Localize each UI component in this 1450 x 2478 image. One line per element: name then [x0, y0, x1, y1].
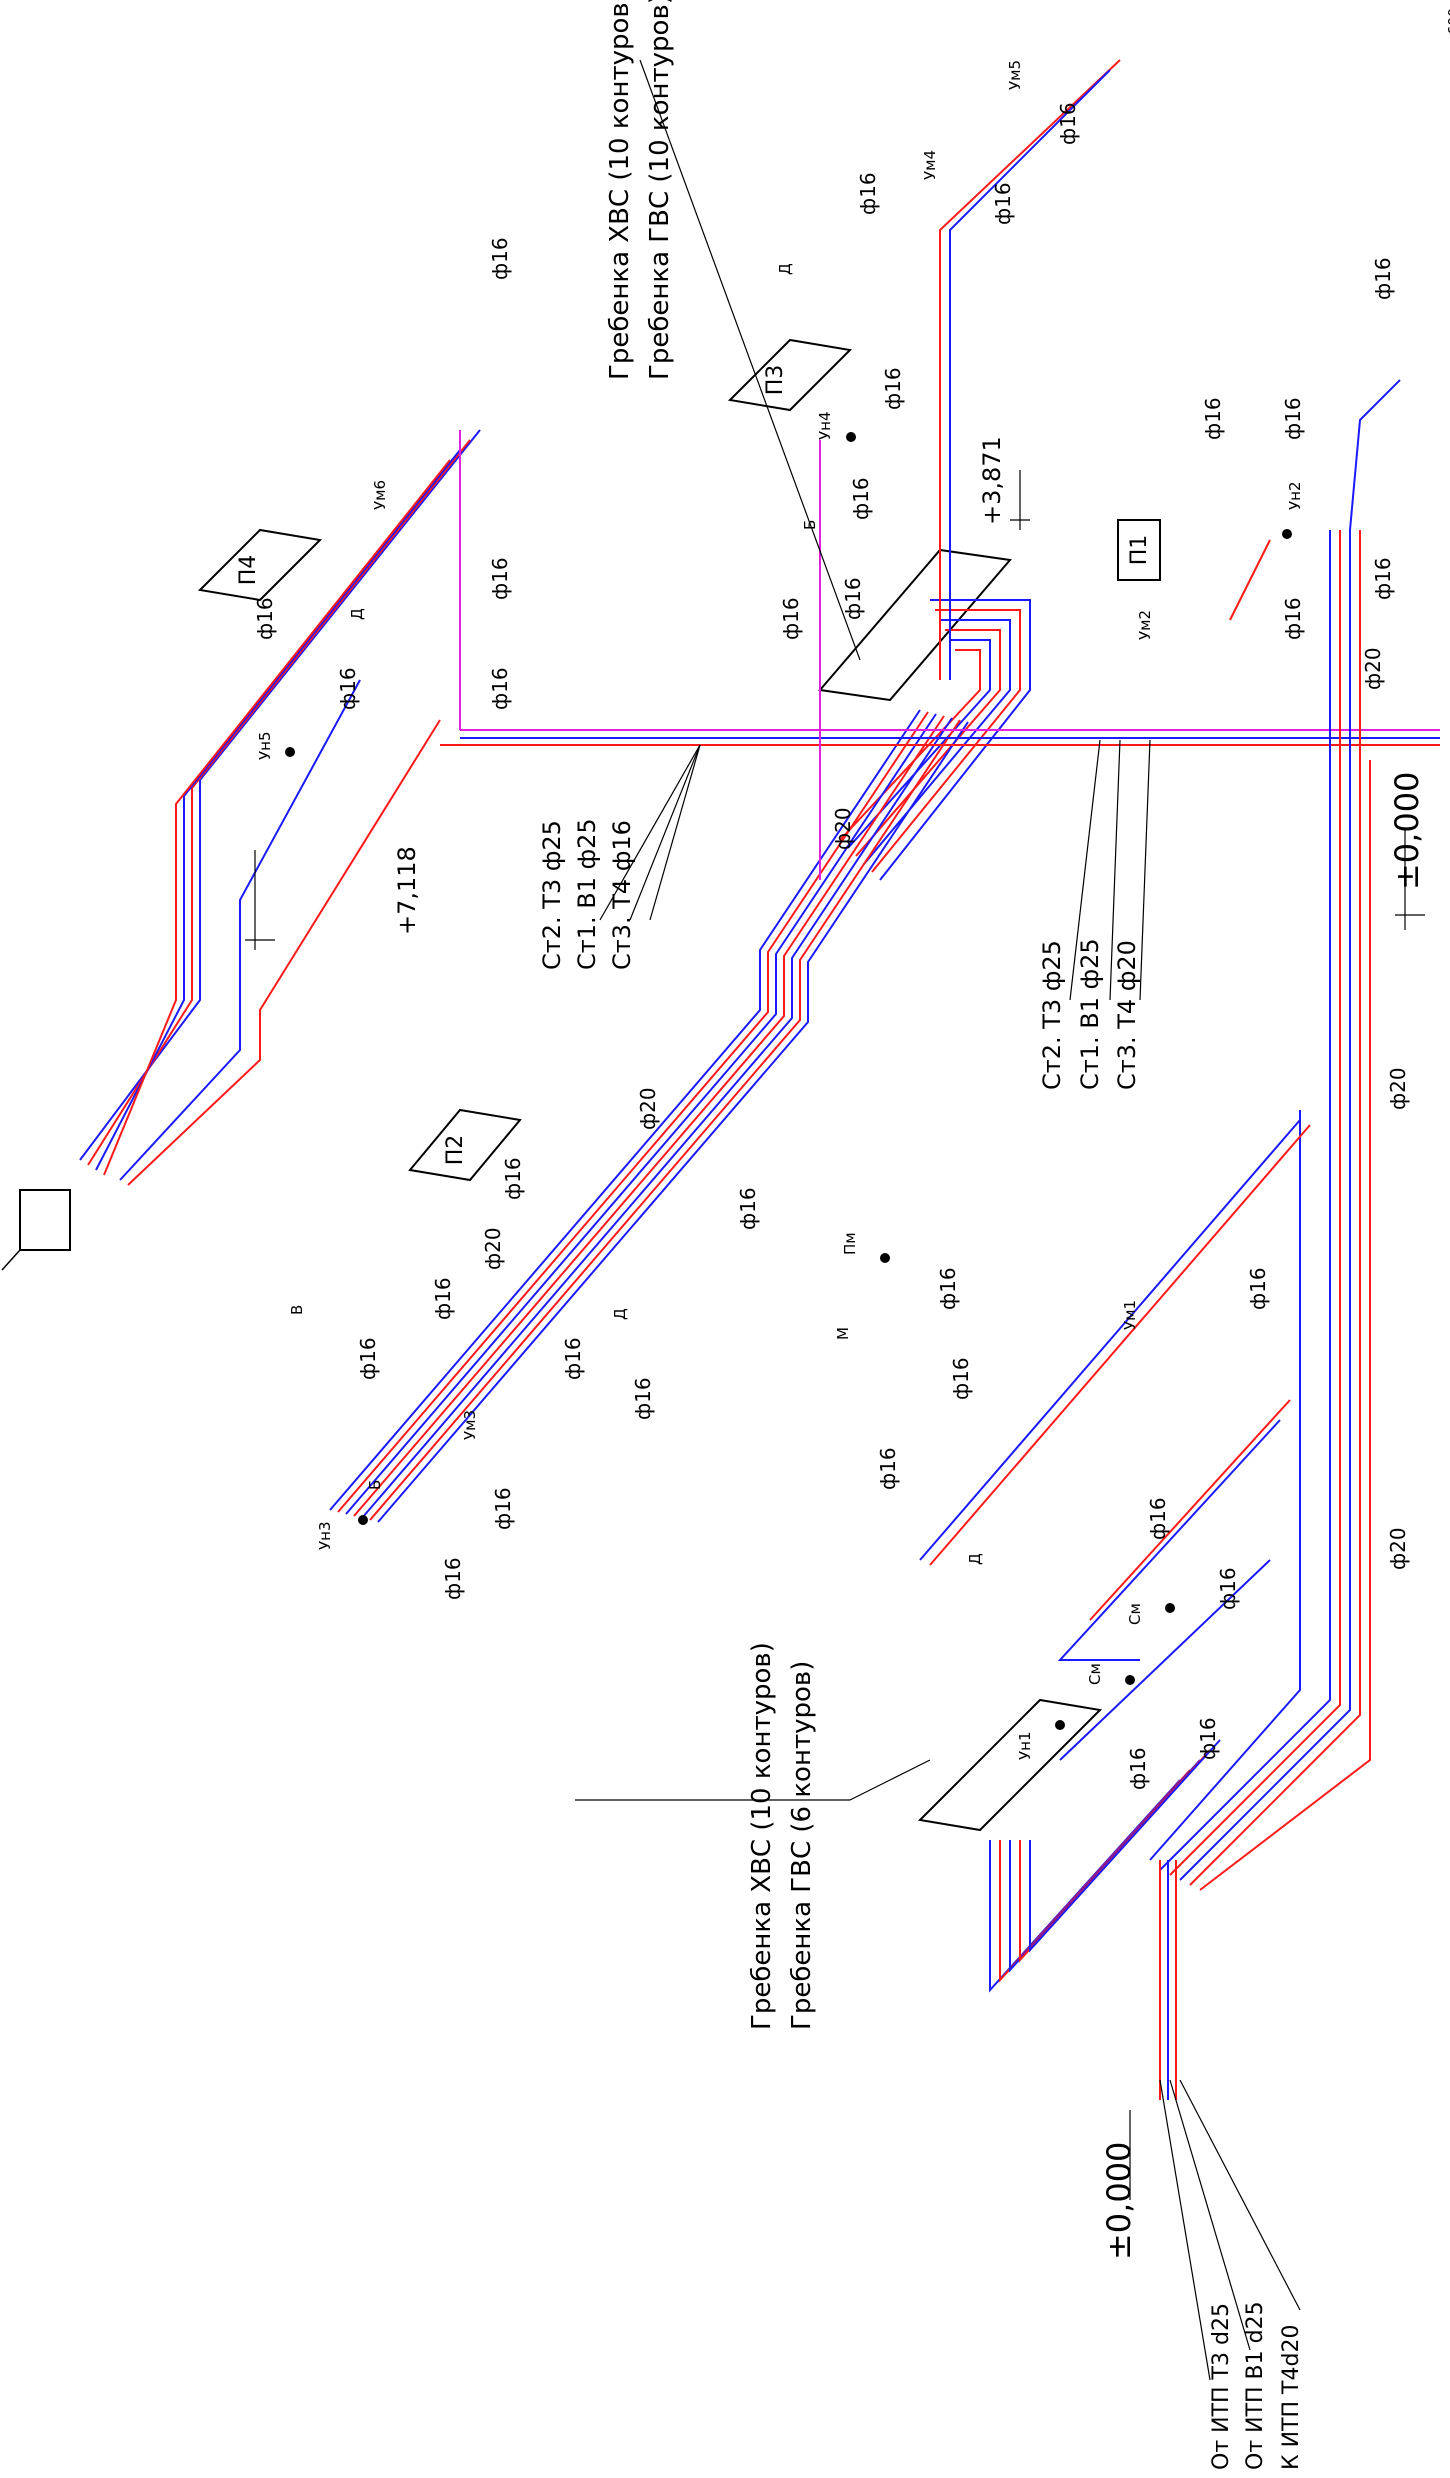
- lower-branches: [919, 1119, 1311, 1761]
- riser-left-t3: Ст2. Т3 ф25: [538, 820, 566, 970]
- svg-text:ф16: ф16: [253, 597, 277, 640]
- svg-text:ф16: ф16: [336, 667, 360, 710]
- riser-right-t3: Ст2. Т3 ф25: [1038, 940, 1066, 1090]
- level-top: +3,871: [978, 436, 1006, 525]
- riser-right-t4: Ст3. Т4 ф20: [1113, 940, 1141, 1090]
- svg-text:ф16: ф16: [876, 1447, 900, 1490]
- svg-text:ф20: ф20: [481, 1227, 505, 1270]
- svg-text:ф16: ф16: [949, 1357, 973, 1400]
- input-b1: От ИТП В1 d25: [1243, 2301, 1268, 2470]
- svg-text:ф20: ф20: [831, 807, 855, 850]
- lower-manifold-cold-label: Гребенка ХВС (10 контуров): [747, 1642, 777, 2030]
- svg-text:ф16: ф16: [1371, 257, 1395, 300]
- svg-text:Ум5: Ум5: [1006, 60, 1024, 90]
- svg-text:Ум6: Ум6: [371, 480, 389, 510]
- riser-left-t4: Ст3. Т4 ф16: [608, 820, 636, 970]
- svg-text:ф20: ф20: [1386, 1527, 1410, 1570]
- svg-text:ф16: ф16: [431, 1277, 455, 1320]
- svg-text:Д: Д: [348, 608, 366, 620]
- svg-text:Ум4: Ум4: [921, 150, 939, 180]
- svg-text:См: См: [1086, 1663, 1104, 1685]
- svg-text:ф16: ф16: [856, 172, 880, 215]
- upper-manifold: [818, 548, 1031, 881]
- svg-text:ф16: ф16: [841, 577, 865, 620]
- upper-manifold-cold-label: Гребенка ХВС (10 контуров): [605, 0, 635, 380]
- svg-text:Ун2: Ун2: [1286, 482, 1304, 511]
- svg-text:ф16: ф16: [991, 182, 1015, 225]
- svg-text:ф16: ф16: [488, 667, 512, 710]
- equipment-p1: П1: [1117, 519, 1161, 581]
- level-zero-right: ±0,000: [1388, 772, 1426, 890]
- svg-text:Б: Б: [801, 520, 819, 530]
- svg-text:ф20: ф20: [1361, 647, 1385, 690]
- svg-text:ф16: ф16: [736, 1187, 760, 1230]
- svg-text:Ун5: Ун5: [256, 732, 274, 761]
- svg-text:ф16: ф16: [356, 1337, 380, 1380]
- input-t3: От ИТП Т3 d25: [1209, 2303, 1234, 2470]
- svg-text:ф16: ф16: [849, 477, 873, 520]
- svg-text:ф16: ф16: [441, 1557, 465, 1600]
- svg-text:ф16: ф16: [881, 367, 905, 410]
- svg-text:ф16: ф16: [1126, 1747, 1150, 1790]
- svg-text:ф16: ф16: [488, 237, 512, 280]
- input-t4: К ИТП Т4d20: [1279, 2325, 1304, 2470]
- svg-text:ф16: ф16: [1146, 1497, 1170, 1540]
- svg-text:ф20: ф20: [636, 1087, 660, 1130]
- svg-text:ф16: ф16: [488, 557, 512, 600]
- svg-text:ф16: ф16: [1281, 597, 1305, 640]
- svg-text:ф16: ф16: [1201, 397, 1225, 440]
- svg-text:ф16: ф16: [491, 1487, 515, 1530]
- svg-text:ф16: ф16: [501, 1157, 525, 1200]
- svg-text:Б: Б: [366, 1480, 384, 1490]
- svg-text:ф16: ф16: [779, 597, 803, 640]
- svg-text:ф20: ф20: [1386, 1067, 1410, 1110]
- equipment-p3: П3: [727, 338, 853, 412]
- svg-text:Пм: Пм: [841, 1232, 859, 1255]
- fixture-points: [285, 432, 1292, 1730]
- svg-text:ф16: ф16: [1371, 557, 1395, 600]
- main-bundle: [329, 709, 969, 1523]
- p2-label: П2: [443, 1135, 468, 1166]
- riser-left-b1: Ст1. В1 ф25: [573, 818, 601, 970]
- lower-manifold-hot-label: Гребенка ГВС (6 контуров): [787, 1661, 817, 2030]
- svg-text:Ум2: Ум2: [1136, 610, 1154, 640]
- equipment-p4: П4: [197, 528, 323, 602]
- riser-right-b1: Ст1. В1 ф25: [1076, 938, 1104, 1090]
- svg-text:ф16: ф16: [1056, 102, 1080, 145]
- svg-text:Д: Д: [611, 1308, 629, 1320]
- svg-text:ф16: ф16: [561, 1337, 585, 1380]
- svg-text:ф16: ф16: [1196, 1717, 1220, 1760]
- p1-label: П1: [1127, 535, 1152, 566]
- equipment-p2: П2: [408, 1108, 522, 1182]
- lower-manifold: [917, 1698, 1221, 2100]
- upper-right-branches: [939, 59, 1401, 680]
- svg-text:Д: Д: [776, 263, 794, 275]
- level-mid: +7,118: [393, 846, 421, 935]
- svg-text:ф16: ф16: [1246, 1267, 1270, 1310]
- svg-text:Ум3: Ум3: [461, 1410, 479, 1440]
- svg-text:Ум1: Ум1: [1121, 1300, 1139, 1330]
- svg-text:ф16: ф16: [1216, 1567, 1240, 1610]
- riser-horizontal-lines: [440, 430, 1440, 880]
- p4-label: П4: [236, 555, 261, 586]
- right-vertical-bundle: [1149, 530, 1371, 1891]
- svg-text:ф16: ф16: [936, 1267, 960, 1310]
- svg-text:Ун4: Ун4: [816, 412, 834, 441]
- svg-text:См: См: [1126, 1603, 1144, 1625]
- sheet-mark: 009: [1444, 8, 1450, 35]
- left-unit-box: [19, 1189, 71, 1251]
- svg-text:ф16: ф16: [631, 1377, 655, 1420]
- svg-text:Ун3: Ун3: [316, 1522, 334, 1551]
- level-zero-bottom: ±0,000: [1100, 2142, 1138, 2260]
- svg-text:В: В: [288, 1305, 306, 1315]
- p3-label: П3: [763, 365, 788, 396]
- svg-text:М: М: [834, 1327, 852, 1340]
- upper-manifold-hot-label: Гребенка ГВС (10 контуров): [645, 0, 675, 380]
- svg-text:Д: Д: [966, 1553, 984, 1565]
- svg-text:ф16: ф16: [1281, 397, 1305, 440]
- svg-text:Ун1: Ун1: [1016, 1732, 1034, 1761]
- left-upper-bundle: [79, 429, 481, 1186]
